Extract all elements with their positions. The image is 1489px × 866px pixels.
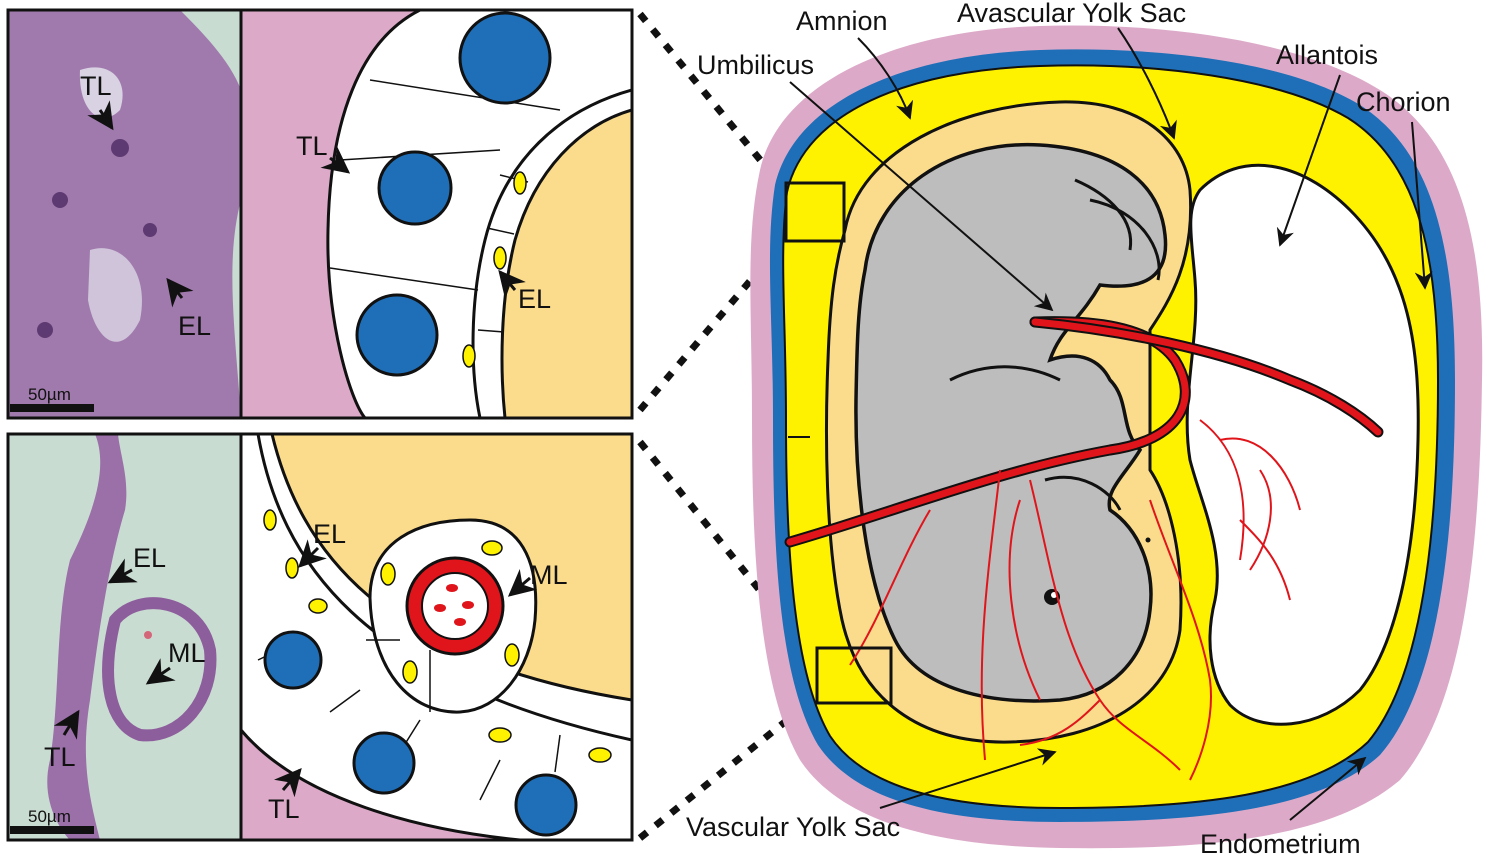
label-tl: TL (44, 742, 76, 772)
embryo (856, 145, 1166, 701)
top-schematic-panel: TL EL (241, 10, 632, 418)
label-umbilicus: Umbilicus (697, 50, 814, 80)
label-el: EL (313, 519, 346, 549)
nucleus (460, 13, 550, 103)
label-tl: TL (268, 794, 300, 824)
nucleus (516, 775, 576, 835)
label-avascular-yolk-sac: Avascular Yolk Sac (957, 0, 1186, 28)
label-ml: ML (530, 560, 568, 590)
label-ml: ML (168, 638, 206, 668)
label-endometrium: Endometrium (1200, 829, 1361, 859)
scalebar-label: 50µm (28, 807, 71, 826)
bottom-schematic-panel: EL ML TL (241, 434, 632, 840)
label-vascular-yolk-sac: Vascular Yolk Sac (686, 812, 900, 842)
label-amnion: Amnion (796, 6, 888, 36)
label-el: EL (518, 284, 551, 314)
label-tl: TL (80, 71, 112, 101)
label-el: EL (133, 543, 166, 573)
nucleus (354, 733, 414, 793)
scalebar-label: 50µm (28, 385, 71, 404)
conceptus (750, 25, 1482, 848)
nucleus (357, 295, 437, 375)
label-tl: TL (296, 131, 328, 161)
label-allantois: Allantois (1276, 40, 1378, 70)
top-histology-panel: 50µm TL EL (8, 10, 241, 418)
bottom-histology-panel: 50µm EL ML TL (8, 434, 241, 840)
tissue-section (8, 10, 241, 418)
scalebar (10, 826, 94, 834)
nucleus (379, 152, 451, 224)
scalebar (10, 404, 94, 412)
label-chorion: Chorion (1356, 87, 1451, 117)
label-el: EL (178, 311, 211, 341)
nucleus (265, 632, 321, 688)
